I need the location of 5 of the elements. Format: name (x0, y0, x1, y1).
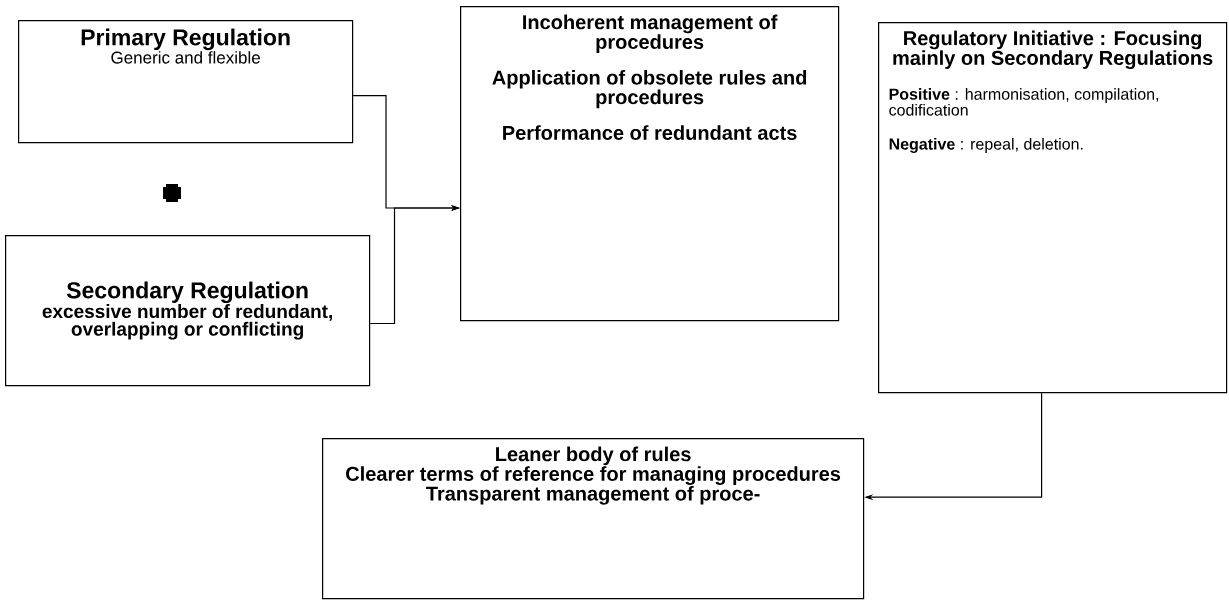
text-box: Incoherent management of procedures Application of obsolete rules and procedures Performance of redundant acts (460, 6, 840, 322)
text-box: Secondary Regulation excessive number of redundant, overlapping or conflicting (5, 235, 371, 387)
text-box: Primary Regulation Generic and flexible (18, 20, 354, 144)
text-box: Leaner body of rules Clearer terms of reference for managing procedures Transparent management of proce- (322, 438, 865, 600)
text-box: Regulatory Initiative : Focusing mainly on Secondary Regulations Positive : harmonisation, compilation, codification Negative : repeal, deletion. (878, 22, 1228, 394)
